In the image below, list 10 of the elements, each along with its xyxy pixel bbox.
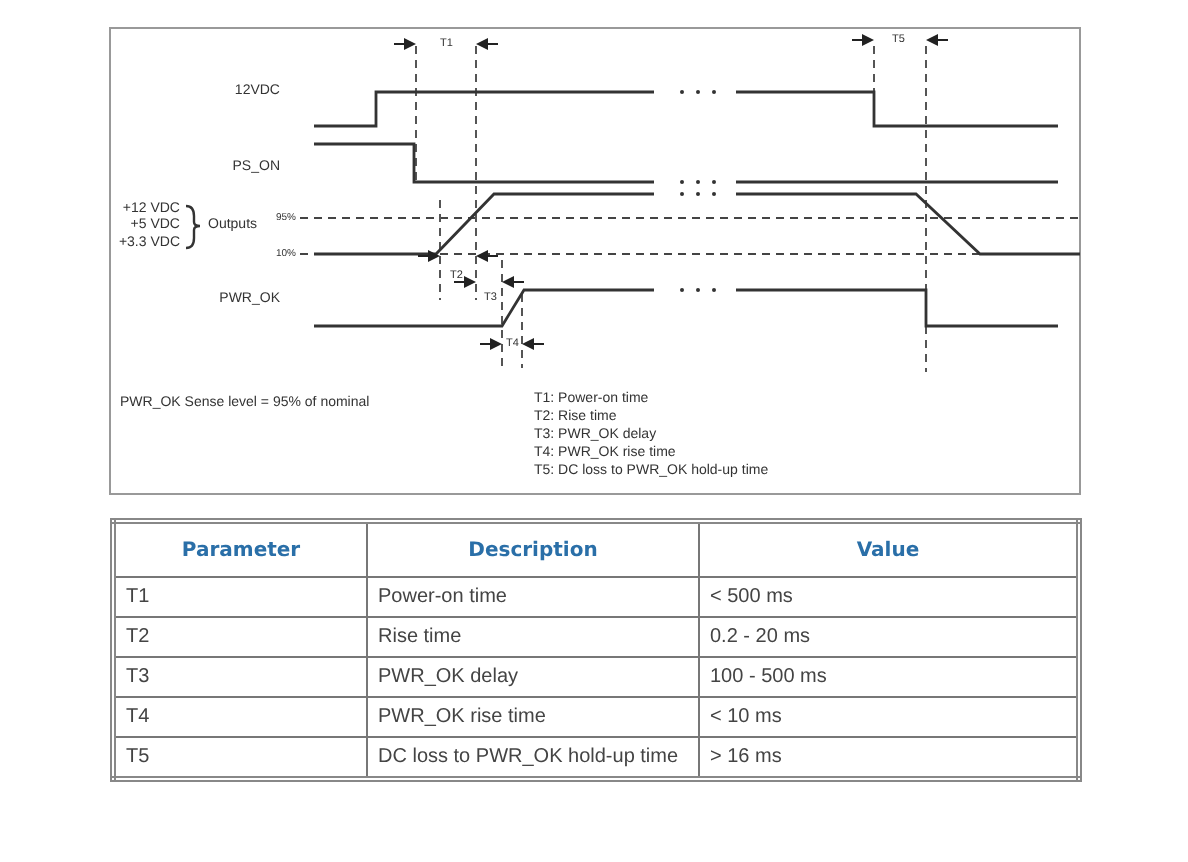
table-cell: Power-on time [367, 577, 699, 617]
column-header: Parameter [113, 521, 367, 577]
table-cell: T3 [113, 657, 367, 697]
table-cell: T1 [113, 577, 367, 617]
table-cell: Rise time [367, 617, 699, 657]
table-cell: PWR_OK delay [367, 657, 699, 697]
table-cell: T2 [113, 617, 367, 657]
table-cell: PWR_OK rise time [367, 697, 699, 737]
column-header: Description [367, 521, 699, 577]
table-cell: T4 [113, 697, 367, 737]
